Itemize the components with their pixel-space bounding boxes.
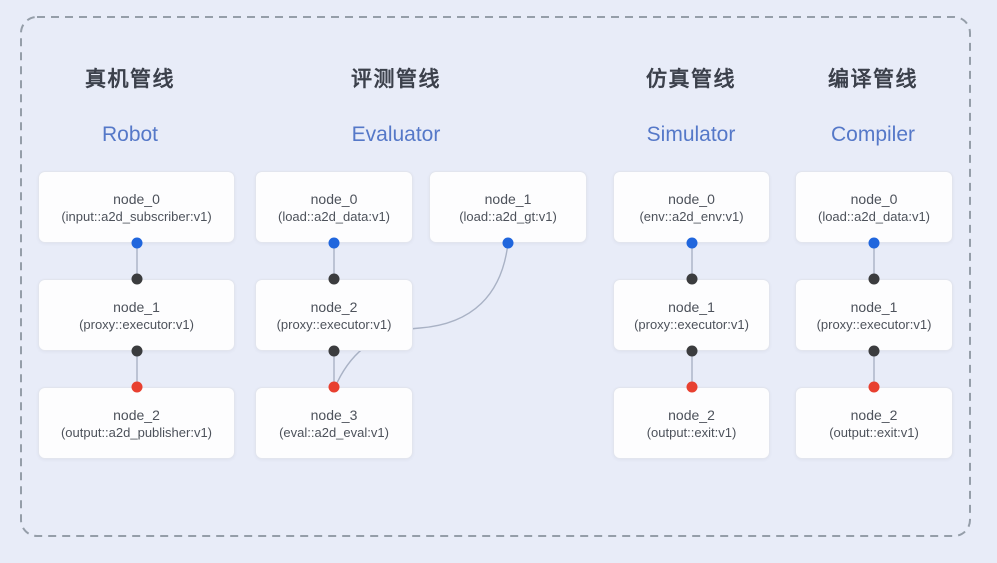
node-box-evaluator-node0: node_0 (load::a2d_data:v1): [255, 171, 413, 243]
node-type: (output::exit:v1): [829, 424, 919, 440]
node-type: (proxy::executor:v1): [276, 316, 392, 332]
pipeline-subtitle-simulator: Simulator: [646, 123, 736, 146]
node-name: node_0: [850, 190, 898, 207]
node-type: (eval::a2d_eval:v1): [279, 424, 389, 440]
pipeline-title-robot-zh: 真机管线: [85, 68, 175, 91]
node-box-evaluator-node3: node_3 (eval::a2d_eval:v1): [255, 387, 413, 459]
node-name: node_1: [668, 298, 715, 315]
port-dot-red: [328, 381, 340, 393]
node-name: node_1: [113, 298, 160, 315]
node-type: (proxy::executor:v1): [79, 316, 194, 332]
pipeline-subtitle-robot: Robot: [101, 123, 159, 146]
port-dot-dark: [328, 273, 340, 285]
node-type: (output::a2d_publisher:v1): [60, 424, 213, 440]
pipeline-subtitle-compiler: Compiler: [830, 123, 916, 146]
port-dot-red: [868, 381, 880, 393]
port-dot-blue: [502, 237, 514, 249]
node-name: node_2: [668, 406, 715, 423]
node-box-evaluator-node1: node_1 (load::a2d_gt:v1): [429, 171, 587, 243]
node-type: (output::exit:v1): [646, 424, 737, 440]
port-dot-dark: [686, 273, 698, 285]
node-name: node_0: [113, 190, 160, 207]
node-name: node_0: [668, 190, 715, 207]
port-dot-blue: [868, 237, 880, 249]
node-type: (load::a2d_data:v1): [277, 208, 391, 224]
port-dot-dark: [686, 345, 698, 357]
node-box-robot-node1: node_1 (proxy::executor:v1): [38, 279, 235, 351]
node-type: (load::a2d_data:v1): [817, 208, 931, 224]
node-box-robot-node0: node_0 (input::a2d_subscriber:v1): [38, 171, 235, 243]
node-name: node_3: [310, 406, 358, 423]
node-box-compiler-node1: node_1 (proxy::executor:v1): [795, 279, 953, 351]
node-name: node_1: [484, 190, 532, 207]
port-dot-dark: [868, 345, 880, 357]
node-box-compiler-node2: node_2 (output::exit:v1): [795, 387, 953, 459]
port-dot-red: [686, 381, 698, 393]
node-box-robot-node2: node_2 (output::a2d_publisher:v1): [38, 387, 235, 459]
node-box-simulator-node1: node_1 (proxy::executor:v1): [613, 279, 770, 351]
pipeline-subtitle-evaluator: Evaluator: [351, 123, 441, 146]
node-type: (proxy::executor:v1): [816, 316, 932, 332]
node-name: node_2: [310, 298, 358, 315]
port-dot-red: [131, 381, 143, 393]
node-name: node_1: [850, 298, 898, 315]
pipeline-title-simulator-zh: 仿真管线: [646, 68, 736, 91]
node-name: node_2: [113, 406, 160, 423]
port-dot-dark: [868, 273, 880, 285]
node-box-simulator-node2: node_2 (output::exit:v1): [613, 387, 770, 459]
pipeline-title-compiler-zh: 编译管线: [828, 68, 918, 91]
node-box-evaluator-node2: node_2 (proxy::executor:v1): [255, 279, 413, 351]
node-type: (proxy::executor:v1): [634, 316, 749, 332]
node-type: (env::a2d_env:v1): [639, 208, 744, 224]
port-dot-dark: [328, 345, 340, 357]
node-name: node_0: [310, 190, 358, 207]
node-type: (load::a2d_gt:v1): [459, 208, 557, 224]
edge-evaluator-n1-n3-curve: [335, 242, 509, 386]
node-box-simulator-node0: node_0 (env::a2d_env:v1): [613, 171, 770, 243]
node-box-compiler-node0: node_0 (load::a2d_data:v1): [795, 171, 953, 243]
port-dot-blue: [686, 237, 698, 249]
port-dot-blue: [131, 237, 143, 249]
port-dot-blue: [328, 237, 340, 249]
dashed-frame: [20, 16, 971, 537]
port-dot-dark: [131, 273, 143, 285]
port-dot-dark: [131, 345, 143, 357]
pipeline-title-evaluator-zh: 评测管线: [351, 68, 441, 91]
node-name: node_2: [850, 406, 898, 423]
node-type: (input::a2d_subscriber:v1): [61, 208, 212, 224]
